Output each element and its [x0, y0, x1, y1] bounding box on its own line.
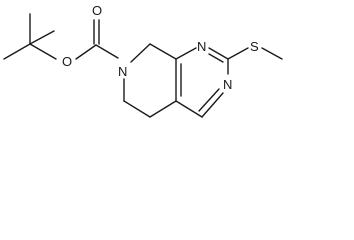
bond-carbonyl-to-nitrogen [95, 44, 119, 59]
pyrimidine-ring [175, 47, 229, 118]
methylthio-group [227, 47, 283, 60]
bond-ch2-lower-to-ch2 [123, 100, 151, 118]
bond-n1-c2-inner [208, 53, 224, 63]
sulfur-label: S [250, 39, 259, 54]
bond-tbu-methyl-left [3, 43, 31, 60]
bond-n-to-ch2-upper [130, 43, 151, 63]
bond-tbu-to-ester-oxygen [29, 43, 57, 60]
pyrimidine-n1-label: N [197, 39, 206, 54]
tetrahydropyridine-ring [123, 43, 177, 118]
bond-n1-to-c2 [208, 47, 229, 60]
ring-nitrogen-label: N [118, 64, 127, 79]
carbonyl-oxygen-label: O [92, 3, 102, 18]
bond-tbu-methyl-right [29, 30, 55, 45]
bond-n3-c4-inner [198, 88, 220, 112]
bond-c2-to-sulfur [227, 47, 249, 60]
carbamate-group [75, 19, 119, 60]
chemical-structure: O O N N N S [3, 3, 283, 118]
bond-c4-to-c4a [175, 100, 203, 118]
bond-ch2-to-c4a [149, 100, 177, 118]
tert-butyl-group [3, 13, 57, 60]
bond-c8a-to-n1 [175, 47, 197, 60]
ester-oxygen-label: O [62, 54, 72, 69]
bond-sulfur-to-methyl [261, 47, 283, 60]
bond-n3-to-c4 [201, 92, 224, 118]
pyrimidine-n3-label: N [223, 77, 232, 92]
bond-ch2-upper-to-c8a [149, 43, 177, 60]
bond-ester-oxygen-to-carbonyl [75, 44, 97, 60]
